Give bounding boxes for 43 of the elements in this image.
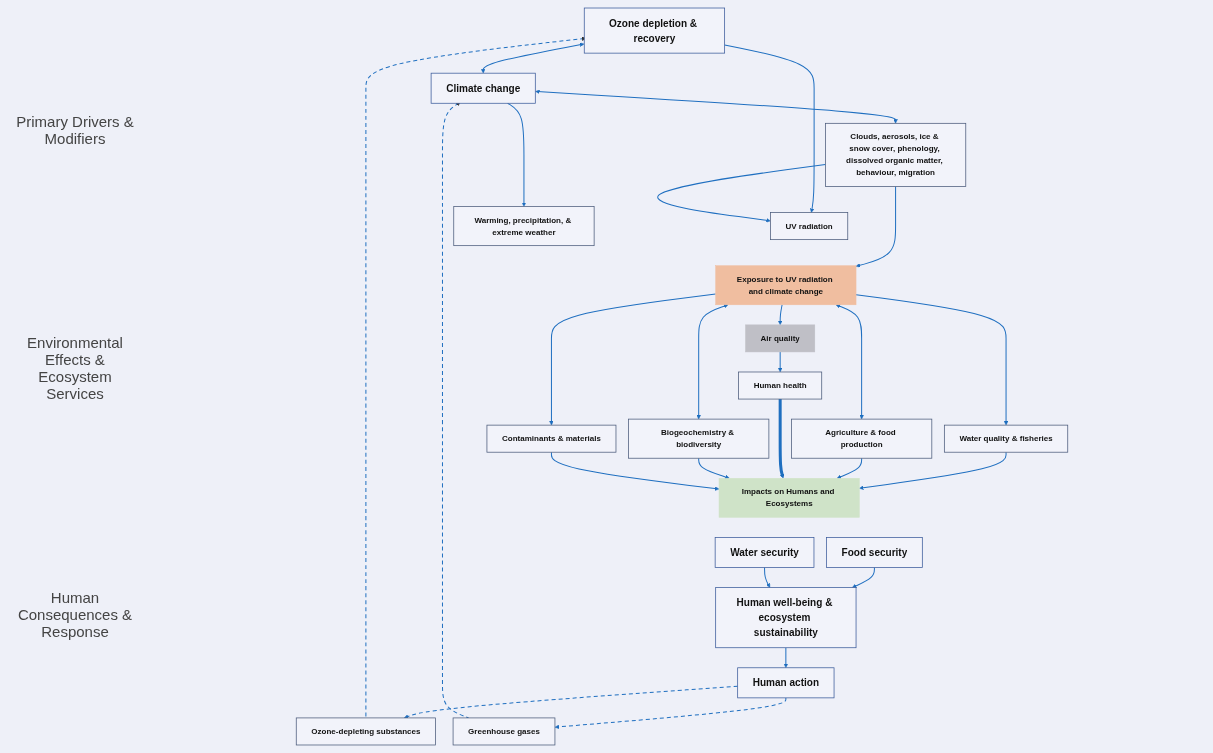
node-box: Biogeochemistry & biodiversity bbox=[627, 418, 769, 459]
arrow bbox=[777, 304, 783, 326]
node-box: Agriculture & food production bbox=[790, 418, 932, 459]
node-box: Exposure to UV radiation and climate change bbox=[714, 265, 856, 306]
arrow bbox=[836, 457, 862, 479]
arrow bbox=[548, 293, 716, 426]
arrow bbox=[763, 567, 770, 588]
arrow bbox=[550, 451, 719, 491]
arrow bbox=[403, 685, 738, 719]
section-label: Primary Drivers & Modifiers bbox=[15, 113, 135, 148]
arrow bbox=[696, 304, 728, 420]
arrow bbox=[656, 163, 826, 223]
arrow bbox=[480, 42, 584, 74]
arrow bbox=[855, 294, 1008, 426]
node-box: Contaminants & materials bbox=[486, 424, 616, 453]
node-box: Ozone depletion & recovery bbox=[583, 7, 725, 54]
section-label: Environmental Effects & Ecosystem Services bbox=[26, 334, 124, 402]
node-box: Water security bbox=[714, 537, 814, 568]
node-box: Warming, precipitation, & extreme weather bbox=[452, 206, 594, 247]
node-box: Climate change bbox=[430, 72, 536, 104]
node-box: Greenhouse gases bbox=[452, 717, 555, 746]
arrow bbox=[835, 304, 864, 420]
arrow bbox=[697, 457, 730, 480]
arrow bbox=[855, 186, 896, 268]
node-box: Water quality & fisheries bbox=[943, 424, 1068, 453]
arrow bbox=[783, 647, 788, 668]
node-box: Air quality bbox=[744, 324, 815, 353]
node-box: Human well-being & ecosystem sustainability bbox=[714, 587, 856, 649]
node-box: Human health bbox=[737, 371, 822, 400]
arrow bbox=[858, 451, 1007, 490]
arrow bbox=[554, 697, 786, 730]
section-label: Human Consequences & Response bbox=[16, 588, 134, 640]
node-box: Impacts on Humans and Ecosystems bbox=[718, 478, 860, 518]
node-box: Food security bbox=[825, 537, 923, 568]
arrow bbox=[534, 89, 898, 124]
node-box: Ozone-depleting substances bbox=[295, 717, 436, 746]
arrow bbox=[778, 399, 784, 479]
arrow bbox=[777, 351, 782, 373]
node-box: Clouds, aerosols, ice & snow cover, phenology, dissolved organic matter, behaviour, migration bbox=[824, 122, 966, 187]
arrow bbox=[723, 44, 815, 213]
node-box: Human action bbox=[736, 667, 834, 699]
node-box: UV radiation bbox=[769, 212, 848, 240]
arrow bbox=[851, 567, 875, 588]
